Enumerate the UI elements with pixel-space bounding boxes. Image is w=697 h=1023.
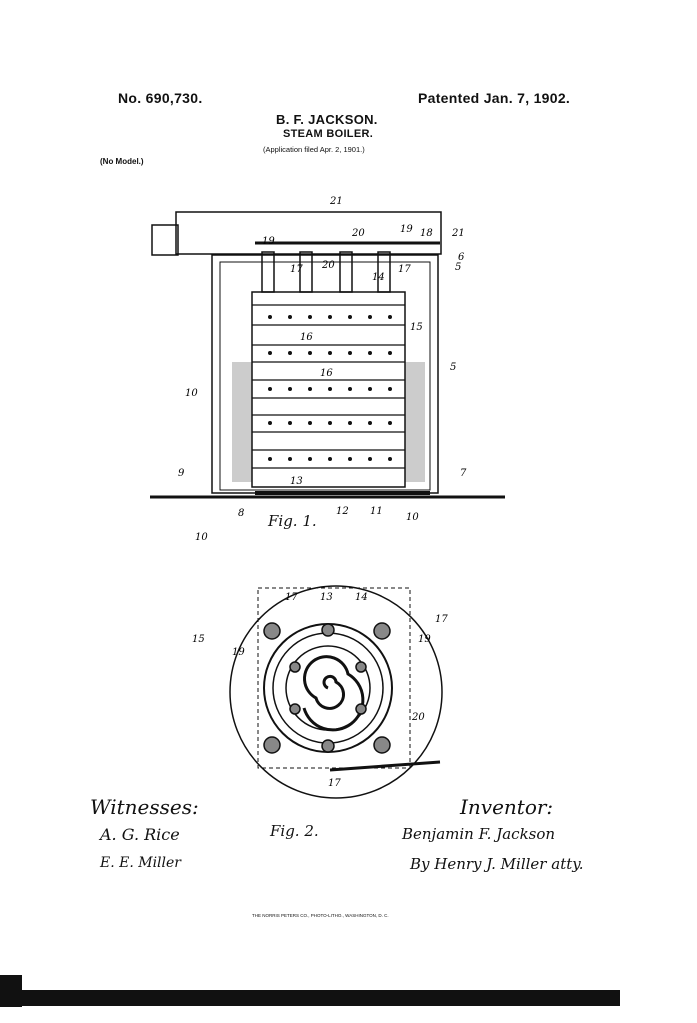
- patent-title: STEAM BOILER.: [283, 128, 374, 140]
- no-model-note: (No Model.): [100, 157, 144, 166]
- witnesses-label: Witnesses:: [90, 795, 199, 819]
- fig1-reference-numeral: 20: [351, 228, 365, 239]
- fig2-reference-numeral: 17: [328, 778, 341, 789]
- scan-border: [0, 990, 620, 1006]
- fig1-reference-numeral: 11: [370, 506, 383, 517]
- fig1-reference-numeral: 19: [400, 224, 413, 235]
- fig1-reference-numeral: 6: [458, 252, 465, 263]
- fig2-reference-numeral: 13: [320, 592, 333, 603]
- fig1-drawing: [150, 211, 505, 499]
- fig2-label: Fig. 2.: [270, 822, 319, 840]
- fig2-reference-numeral: 20: [411, 712, 425, 723]
- fig1-reference-numeral: 10: [185, 388, 198, 399]
- witness-1-signature: A. G. Rice: [100, 825, 180, 844]
- fig2-reference-numeral: 19: [418, 634, 431, 645]
- fig1-reference-numeral: 5: [455, 262, 461, 273]
- fig1-reference-numeral: 17: [398, 264, 411, 275]
- tube-rows: [252, 304, 405, 469]
- inventor-signature: Benjamin F. Jackson: [402, 825, 556, 843]
- patent-number: No. 690,730.: [118, 90, 203, 106]
- fig1-label: Fig. 1.: [268, 512, 317, 530]
- tube-holes: [268, 315, 392, 461]
- fig2-reference-numeral: 19: [232, 647, 245, 658]
- fig1-reference-numeral: 8: [238, 508, 244, 519]
- attorney-signature: By Henry J. Miller atty.: [410, 855, 584, 873]
- fig1-reference-numeral: 17: [290, 264, 303, 275]
- witness-2-signature: E. E. Miller: [100, 855, 181, 871]
- fig1-reference-numeral: 9: [178, 468, 185, 479]
- fig1-reference-numeral: 19: [262, 236, 275, 247]
- fig1-reference-numeral: 7: [460, 468, 467, 479]
- fig1-reference-numeral: 21: [451, 228, 465, 239]
- fig1-reference-numeral: 16: [320, 368, 333, 379]
- fig1-reference-numeral: 12: [336, 506, 349, 517]
- fig1-reference-numeral: 21: [329, 196, 343, 207]
- fig1-reference-numeral: 13: [290, 476, 303, 487]
- inventor-label: Inventor:: [460, 795, 554, 819]
- fig1-reference-numeral: 16: [300, 332, 313, 343]
- fig1-reference-numeral: 10: [195, 532, 208, 543]
- fig1-reference-numeral: 18: [420, 228, 433, 239]
- fig1-reference-numeral: 5: [450, 362, 456, 373]
- fig2-reference-numeral: 17: [285, 592, 298, 603]
- fig2-reference-numeral: 14: [355, 592, 368, 603]
- fig2-reference-numeral: 15: [192, 634, 205, 645]
- fig1-reference-numeral: 14: [372, 272, 385, 283]
- printer-credit: THE NORRIS PETERS CO., PHOTO-LITHO., WAS…: [252, 913, 389, 918]
- inventor-name: B. F. JACKSON.: [276, 112, 378, 127]
- fig2-drawing: [229, 585, 443, 799]
- patent-date: Patented Jan. 7, 1902.: [418, 90, 571, 106]
- fig1-reference-numeral: 10: [406, 512, 419, 523]
- fig1-reference-numeral: 20: [321, 260, 335, 271]
- application-date: (Application filed Apr. 2, 1901.): [263, 145, 365, 154]
- fig1-reference-numeral: 15: [410, 322, 423, 333]
- fig2-reference-numeral: 17: [435, 614, 448, 625]
